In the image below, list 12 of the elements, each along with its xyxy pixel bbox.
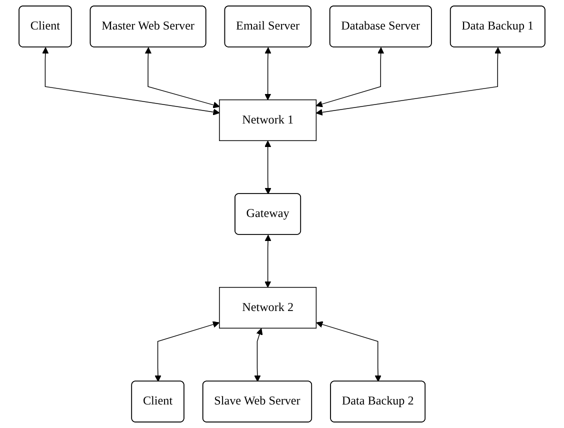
arrow: [42, 47, 220, 116]
arrow: [154, 321, 220, 382]
arrow: [254, 328, 263, 382]
arrow: [316, 321, 382, 382]
arrow: [264, 47, 272, 100]
arrow: [264, 234, 272, 288]
node-box: Network 1: [219, 99, 317, 142]
node-box: Network 2: [219, 286, 317, 329]
arrow: [316, 47, 384, 108]
arrow: [144, 47, 220, 108]
arrow: [316, 47, 502, 116]
arrow: [264, 140, 272, 194]
